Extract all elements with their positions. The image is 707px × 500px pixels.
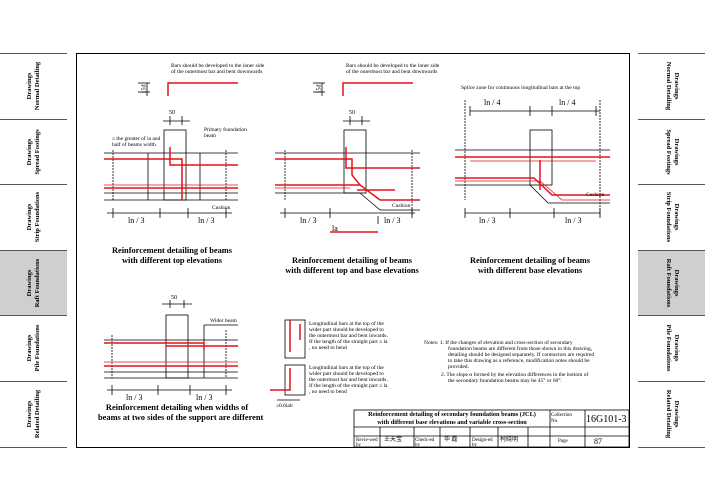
d1-caption-line2: with different top elevations bbox=[121, 256, 223, 265]
d2-caption-line1: Reinforcement detailing of beams bbox=[291, 256, 413, 265]
d1-note-line1: Bars should be developed to the inner si… bbox=[171, 63, 265, 69]
tb-page-label: Page bbox=[558, 439, 568, 444]
side-tab-bottom-rule bbox=[638, 447, 705, 448]
d1-dim-15d: 15d bbox=[141, 84, 148, 94]
legend-b-line1: Longitudinal bars at the top of the bbox=[309, 365, 384, 371]
titleblock-grid bbox=[353, 409, 630, 448]
d3-caption-line1: Reinforcement detailing of beams bbox=[469, 256, 591, 265]
tb-designer: 柯晓明 bbox=[500, 437, 519, 443]
d3-ln3-left: ln / 3 bbox=[479, 216, 496, 225]
notes-line4: to take this drawing as a reference, mod… bbox=[448, 358, 590, 364]
legend-b-line5: , no need to bend bbox=[309, 389, 347, 395]
tb-title-line2: with different base elevations and varia… bbox=[377, 419, 527, 426]
d2-ln3-right: ln / 3 bbox=[384, 216, 401, 225]
tb-collection-code: 16G101-3 bbox=[586, 414, 627, 425]
legend-a-line2: wider part should be developed to bbox=[309, 327, 384, 333]
side-tab-bottom-rule bbox=[0, 447, 67, 448]
notes-line7: the secondary foundation beams may be 45… bbox=[448, 378, 562, 384]
tb-checker: 毕 磊 bbox=[444, 437, 458, 443]
d3-cushion: Cushion bbox=[586, 192, 605, 198]
drawing-sheet bbox=[76, 53, 630, 448]
d1-caption-line1: Reinforcement detailing of beams bbox=[111, 246, 233, 255]
diagram4-structure bbox=[104, 300, 238, 395]
d4-dim-50: 50 bbox=[171, 295, 177, 301]
d2-cushion: Cushion bbox=[392, 203, 411, 209]
diagram1-structure bbox=[104, 82, 238, 218]
notes-line3: detailing should be designed separately.… bbox=[448, 352, 595, 358]
legend-a-line5: , no need to bend bbox=[309, 345, 347, 351]
tb-checked-label: Check-ed by bbox=[415, 438, 435, 448]
tb-page-number: 87 bbox=[594, 437, 602, 446]
legend-structure bbox=[277, 319, 306, 401]
d3-ln3-right: ln / 3 bbox=[565, 216, 582, 225]
d1-greater-line2: half of beams width bbox=[112, 142, 156, 148]
d2-note-line2: of the outermost bar and bent downwards bbox=[346, 69, 438, 75]
legend-b-line3: the outermost bar and bent inwards. bbox=[309, 377, 388, 383]
d1-dim-50: 50 bbox=[169, 110, 175, 116]
legend-a-line1: Longitudinal bars at the top of the bbox=[309, 321, 384, 327]
notes-line5: provided. bbox=[448, 364, 469, 370]
d4-caption-line1: Reinforcement detailing when widths of bbox=[105, 403, 249, 412]
d1-cushion: Cushion bbox=[212, 205, 231, 211]
d1-note-line2: of the outermost bar and bent downwards bbox=[171, 69, 263, 75]
tb-collection-label2: No. bbox=[551, 419, 559, 424]
d3-ln4-right: ln / 4 bbox=[559, 98, 576, 107]
d2-dim-50: 50 bbox=[349, 110, 355, 116]
d4-caption-line2: beams at two sides of the support are di… bbox=[98, 413, 264, 422]
d3-splice-note: Splice zone for continuous longitudinal … bbox=[461, 85, 581, 91]
d1-greater-line1: ≥ the greater of la and bbox=[112, 136, 161, 142]
tb-reviewed-label: Revie-wed by bbox=[356, 438, 378, 448]
d4-ln3-right: ln / 3 bbox=[196, 393, 213, 402]
d1-primary-line2: beam bbox=[204, 133, 216, 139]
d1-ln3-right: ln / 3 bbox=[198, 216, 215, 225]
legend-b-line4: If the length of the straight part ≥ la bbox=[309, 383, 388, 389]
d2-dim-15d: 15d bbox=[316, 84, 323, 94]
tb-title-line1: Reinforcement detailing of secondary fou… bbox=[368, 411, 536, 418]
tb-reviewer: 王天宝 bbox=[384, 437, 403, 443]
rebar-lines bbox=[104, 82, 610, 391]
legend-b-line2: wider part should be developed to bbox=[309, 371, 384, 377]
d2-note-line1: Bars should be developed to the inner si… bbox=[346, 63, 440, 69]
d3-ln4-left: ln / 4 bbox=[484, 98, 501, 107]
d1-ln3-left: ln / 3 bbox=[128, 216, 145, 225]
tb-collection-label1: Collection bbox=[551, 413, 572, 418]
legend-b-dim: ≥0.6lab bbox=[276, 403, 293, 409]
legend-a-line4: If the length of the straight part ≥ la bbox=[309, 339, 388, 345]
notes-line2: foundation beams are different from thos… bbox=[448, 346, 593, 352]
d2-ln3-left: ln / 3 bbox=[300, 216, 317, 225]
d4-ln3-left: ln / 3 bbox=[126, 393, 143, 402]
d4-wider-beam: Wider beam bbox=[210, 318, 237, 324]
notes-line6: 2. The slope α formed by the elevation d… bbox=[441, 372, 589, 378]
diagram2-structure bbox=[275, 82, 420, 224]
d2-caption-line2: with different top and base elevations bbox=[285, 266, 419, 275]
notes-line1: Notes: 1. If the changes of elevation an… bbox=[424, 340, 573, 346]
tb-designed-label: Design-ed by bbox=[472, 438, 493, 448]
d1-primary-line1: Primary foundation bbox=[204, 127, 247, 133]
title-block: Reinforcement detailing of secondary fou… bbox=[354, 410, 629, 448]
d2-la: la bbox=[332, 224, 338, 233]
legend-a-line3: the outermost bar and bent inwards. bbox=[309, 333, 388, 339]
d3-caption-line2: with different base elevations bbox=[477, 266, 583, 275]
